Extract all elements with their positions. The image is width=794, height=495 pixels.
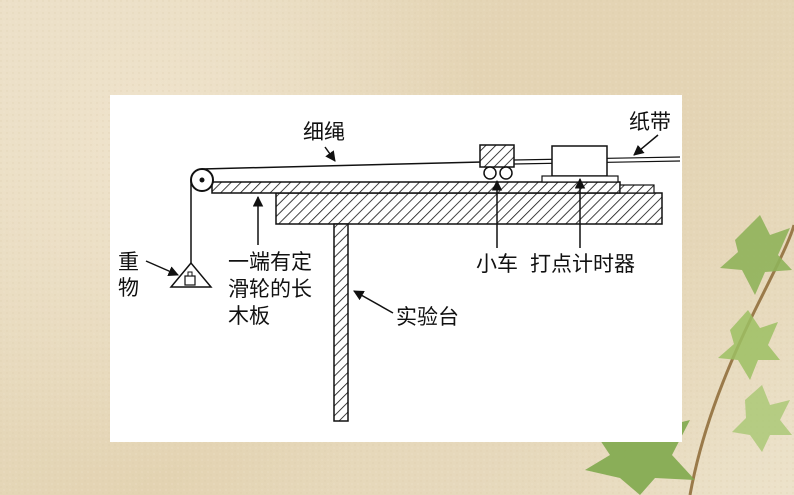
label-weight-2: 物 [118, 276, 139, 300]
label-board-3: 木板 [228, 304, 270, 328]
weight-block [184, 275, 196, 286]
label-board-1: 一端有定 [228, 250, 312, 274]
spark-timer [551, 145, 608, 177]
experiment-diagram: 细绳 纸带 重 物 一端有定 滑轮的长 木板 小车 打点计时器 实验台 [118, 110, 681, 422]
rope-horizontal [201, 161, 483, 170]
cart-body [479, 144, 515, 168]
pulley-axle [199, 177, 205, 183]
cart-wheel-right [499, 166, 513, 180]
label-thin-rope: 细绳 [303, 120, 345, 144]
label-board-2: 滑轮的长 [228, 277, 312, 301]
pointer-table [353, 290, 394, 314]
diagram-panel: 细绳 纸带 重 物 一端有定 滑轮的长 木板 小车 打点计时器 实验台 [110, 95, 682, 442]
pointer-paper-tape [633, 134, 659, 156]
pointer-weight [145, 260, 179, 277]
label-weight-1: 重 [118, 250, 139, 274]
board-end-step [619, 184, 655, 194]
cart-wheel-left [483, 166, 497, 180]
label-paper-tape: 纸带 [629, 110, 671, 134]
label-table: 实验台 [396, 305, 459, 329]
weight-block-top [187, 271, 193, 277]
long-board [211, 181, 621, 194]
table-top [275, 192, 663, 225]
label-cart: 小车 [476, 252, 518, 276]
pointer-thin-rope [324, 146, 336, 162]
label-timer: 打点计时器 [530, 252, 635, 276]
table-leg [333, 223, 349, 422]
